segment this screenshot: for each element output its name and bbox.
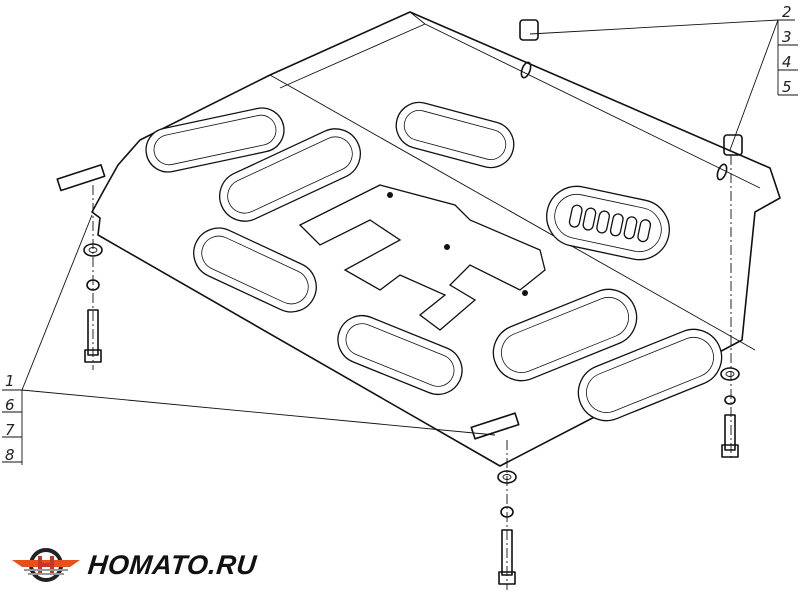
plate-fold-line [269,11,761,351]
callout-label: 4 [782,53,792,71]
callout-label: 8 [5,446,15,464]
callout-label: 6 [5,396,15,414]
callout-label: 5 [782,78,792,96]
callout-right: 2 3 4 5 [782,3,792,96]
plate-outline [91,11,781,467]
plate-slots [145,101,723,422]
logo-text: HOMATO.RU [86,549,259,580]
callout-left: 1 6 7 8 [5,372,15,464]
callout-label: 7 [5,421,15,439]
callout-label: 2 [782,3,792,21]
fasteners [56,19,743,590]
winged-wheel-icon [12,548,80,582]
callout-label: 3 [782,28,792,46]
homato-logo[interactable]: HOMATO.RU [10,545,259,585]
callout-label: 1 [5,372,15,390]
